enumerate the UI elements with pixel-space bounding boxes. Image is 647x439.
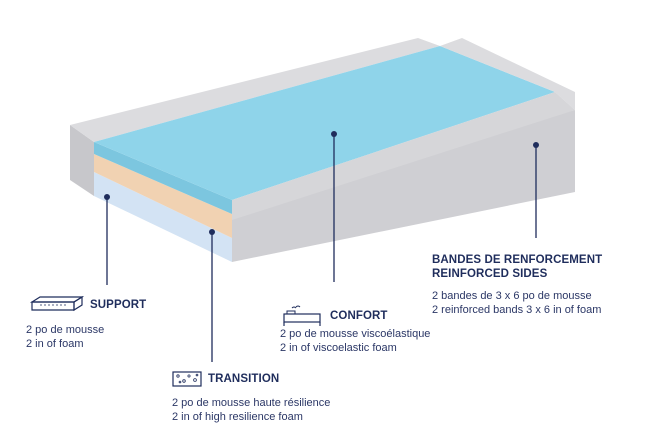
transition-line-fr: 2 po de mousse haute résilience [172, 397, 331, 409]
reinforced-callout: BANDES DE RENFORCEMENT REINFORCED SIDES … [432, 253, 602, 317]
transition-callout: TRANSITION 2 po de mousse haute résilien… [172, 371, 330, 424]
support-layer [94, 172, 232, 262]
support-line-fr: 2 po de mousse [26, 324, 105, 336]
reinforced-line-en: 2 reinforced bands 3 x 6 in of foam [432, 304, 602, 316]
transition-marker [209, 229, 215, 235]
reinforced-top-far [440, 38, 575, 110]
support-callout: SUPPORT 2 po de mousse 2 in of foam [26, 296, 146, 351]
comfort-marker [331, 131, 337, 137]
transition-layer [94, 154, 232, 238]
reinforced-line-fr: 2 bandes de 3 x 6 po de mousse [432, 290, 592, 302]
support-title: SUPPORT [90, 299, 147, 311]
foam-block-icon [29, 296, 84, 312]
reinforced-top-near [70, 38, 440, 142]
support-marker [104, 194, 110, 200]
comfort-layer-top [94, 46, 555, 200]
reinforced-side-end [70, 125, 94, 196]
comfort-line-fr: 2 po de mousse viscoélastique [280, 328, 431, 340]
speckled-foam-icon [172, 371, 202, 387]
reinforced-marker [533, 142, 539, 148]
bed-icon [283, 305, 321, 326]
transition-title: TRANSITION [208, 373, 280, 385]
comfort-title: CONFORT [330, 310, 388, 322]
reinforced-title-en: REINFORCED SIDES [432, 268, 548, 280]
reinforced-side-front [232, 110, 575, 262]
transition-line-en: 2 in of high resilience foam [172, 411, 303, 423]
comfort-callout: CONFORT 2 po de mousse viscoélastique 2 … [280, 305, 430, 355]
reinforced-top-far-strip [232, 92, 575, 220]
comfort-layer-side [94, 142, 232, 214]
reinforced-title-fr: BANDES DE RENFORCEMENT [432, 254, 603, 266]
comfort-line-en: 2 in of viscoelastic foam [280, 342, 397, 354]
support-line-en: 2 in of foam [26, 338, 84, 350]
